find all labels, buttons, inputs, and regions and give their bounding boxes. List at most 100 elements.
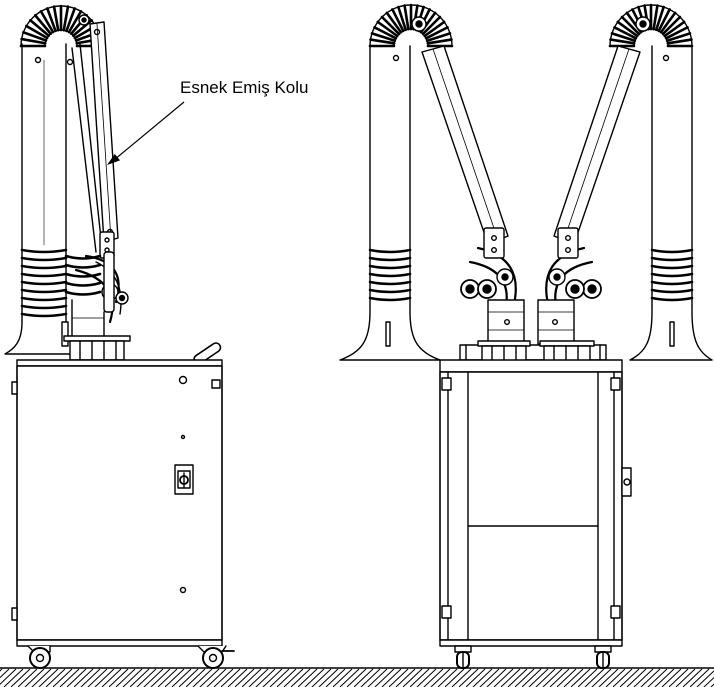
hatch-line	[248, 668, 269, 687]
hatch-line	[528, 668, 549, 687]
hatch-line	[31, 668, 52, 687]
hose-coil-line	[67, 10, 83, 34]
hatch-line	[0, 668, 10, 679]
hatch-line	[689, 668, 710, 687]
front-corner-bracket	[441, 605, 452, 619]
hatch-line	[493, 668, 514, 687]
hose-rib	[650, 280, 694, 286]
hatch-line	[332, 668, 353, 687]
hatch-line	[542, 668, 563, 687]
hatch-line	[626, 668, 647, 687]
hatch-line	[598, 668, 619, 687]
hose-coil-line	[385, 11, 403, 34]
side-switch	[174, 464, 194, 495]
side-bolt	[34, 56, 42, 64]
hose-coil-line	[25, 24, 49, 40]
side-cabinet-hole	[180, 434, 186, 440]
hose-coil-line	[403, 4, 410, 31]
hose-rib	[368, 272, 412, 278]
front-cabinet	[439, 359, 632, 647]
hatch-line	[591, 668, 612, 687]
hose-coil-line	[373, 26, 398, 40]
hose-coil-line	[46, 7, 57, 33]
hatch-line	[311, 668, 332, 687]
hose-coil-line	[661, 15, 682, 36]
side-hose-coils	[19, 4, 103, 48]
hatch-line	[38, 668, 59, 687]
hose-rib	[20, 264, 68, 270]
hatch-line	[451, 668, 472, 687]
hatch-line	[185, 668, 206, 687]
side-cabinet-screw	[178, 375, 188, 385]
hatch-line	[682, 668, 703, 687]
hose-rib	[368, 264, 412, 270]
hatch-line	[339, 668, 360, 687]
hatch-line	[52, 668, 73, 687]
hose-coil-line	[654, 5, 665, 32]
front-arm-left	[368, 3, 525, 345]
hatch-line	[486, 668, 507, 687]
front-collar-right	[539, 340, 595, 363]
hatch-line	[325, 668, 346, 687]
hatch-line	[388, 668, 409, 687]
hatch-line	[276, 668, 297, 687]
hatch-line	[633, 668, 654, 687]
hose-coil-line	[370, 32, 397, 43]
hose-rib	[64, 281, 102, 287]
hose-coil-line	[664, 26, 689, 40]
hose-coil-line	[659, 11, 677, 34]
hatch-line	[353, 668, 374, 687]
callout-arrow-head	[107, 154, 120, 165]
hatch-line	[171, 668, 192, 687]
hatch-line	[521, 668, 542, 687]
hatch-line	[577, 668, 598, 687]
hose-coil-line	[652, 4, 659, 31]
front-arm-right	[537, 3, 694, 345]
hatch-line	[80, 668, 101, 687]
hatch-line	[402, 668, 423, 687]
hatch-line	[192, 668, 213, 687]
hose-rib	[20, 288, 68, 294]
front-hose-coils	[368, 3, 454, 48]
hose-rib	[650, 272, 694, 278]
hatch-line	[430, 668, 451, 687]
front-caster-left	[454, 645, 472, 669]
hatch-line	[255, 668, 276, 687]
hatch-line	[164, 668, 185, 687]
hatch-line	[395, 668, 416, 687]
hatch-line	[143, 668, 164, 687]
hatch-line	[563, 668, 584, 687]
hose-rib	[368, 288, 412, 294]
front-bolt	[392, 54, 400, 62]
hose-rib	[20, 304, 68, 310]
hatch-line	[150, 668, 171, 687]
hose-coil-line	[33, 14, 53, 36]
hose-rib	[368, 248, 412, 254]
hose-coil-line	[376, 20, 399, 38]
hose-coil-line	[610, 32, 637, 43]
front-caster-right	[594, 645, 612, 669]
hatch-line	[0, 668, 17, 685]
front-view	[339, 3, 713, 669]
hatch-line	[479, 668, 500, 687]
side-arm-link	[71, 21, 119, 253]
front-lower-pipe	[537, 299, 575, 345]
hose-rib	[650, 264, 694, 270]
hose-coil-line	[65, 7, 76, 33]
hatch-line	[304, 668, 325, 687]
hatch-line	[346, 668, 367, 687]
hose-coil-line	[22, 31, 48, 42]
hatch-line	[381, 668, 402, 687]
hose-rib	[20, 256, 68, 262]
side-caster-right	[197, 645, 235, 669]
hatch-line	[612, 668, 633, 687]
hatch-line	[409, 668, 430, 687]
hose-coil-line	[613, 26, 638, 40]
front-lower-pipe	[487, 299, 525, 345]
hatch-line	[507, 668, 528, 687]
hatch-line	[115, 668, 136, 687]
side-cabinet	[11, 359, 223, 647]
side-caster-left	[27, 645, 51, 669]
hatch-line	[500, 668, 521, 687]
hatch-line	[360, 668, 381, 687]
